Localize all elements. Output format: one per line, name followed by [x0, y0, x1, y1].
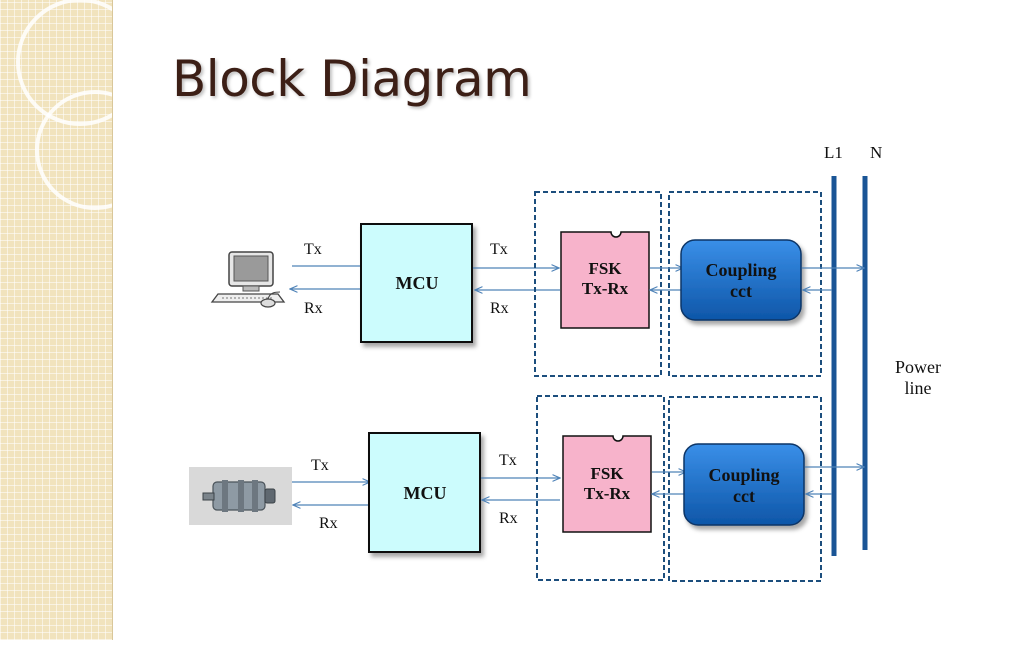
top-coupling-label-2: cct [730, 281, 752, 301]
top-mcu-label: MCU [396, 273, 439, 293]
decorative-side-panel [0, 0, 155, 640]
bottom-rx-right-label: Rx [499, 510, 518, 527]
bottom-fsk-block [562, 435, 652, 533]
bottom-coupling-dashed-box [668, 396, 822, 582]
bottom-fsk-dashed-box [536, 395, 665, 581]
bottom-rx-left-label: Rx [319, 515, 338, 532]
power-line-label-1: Power [895, 357, 941, 377]
top-tx-right-label: Tx [490, 241, 508, 258]
top-fsk-block [560, 231, 650, 329]
bottom-coupling-label-2: cct [733, 486, 755, 506]
top-coupling-block [680, 239, 802, 321]
slide-title: Block Diagram [172, 50, 532, 108]
bottom-mcu-block [368, 432, 481, 553]
top-tx-left-label: Tx [304, 241, 322, 258]
bottom-node: Tx Rx MCU Tx Rx FSK Tx-Rx Coupling cct [189, 395, 864, 582]
top-mcu-block [360, 223, 473, 343]
top-rx-left-label: Rx [304, 300, 323, 317]
bottom-fsk-label-2: Tx-Rx [584, 484, 631, 503]
bottom-fsk-label-1: FSK [590, 464, 624, 483]
top-coupling-dashed-box [668, 191, 822, 377]
power-line-label-2: line [905, 378, 932, 398]
top-node: Tx Rx MCU Tx Rx FSK Tx-Rx Coupling cct [210, 191, 864, 377]
bottom-coupling-block [683, 443, 805, 526]
top-coupling-label-1: Coupling [705, 260, 776, 280]
motor-photo-icon [189, 467, 292, 525]
top-fsk-label-1: FSK [588, 259, 622, 278]
rail-l1-label: L1 [824, 143, 843, 162]
top-rx-right-label: Rx [490, 300, 509, 317]
bottom-mcu-label: MCU [404, 483, 447, 503]
rail-n-label: N [870, 143, 882, 162]
top-fsk-label-2: Tx-Rx [582, 279, 629, 298]
bottom-tx-right-label: Tx [499, 452, 517, 469]
desktop-computer-icon [210, 251, 286, 308]
bottom-tx-left-label: Tx [311, 457, 329, 474]
bottom-coupling-label-1: Coupling [708, 465, 779, 485]
top-fsk-dashed-box [534, 191, 662, 377]
